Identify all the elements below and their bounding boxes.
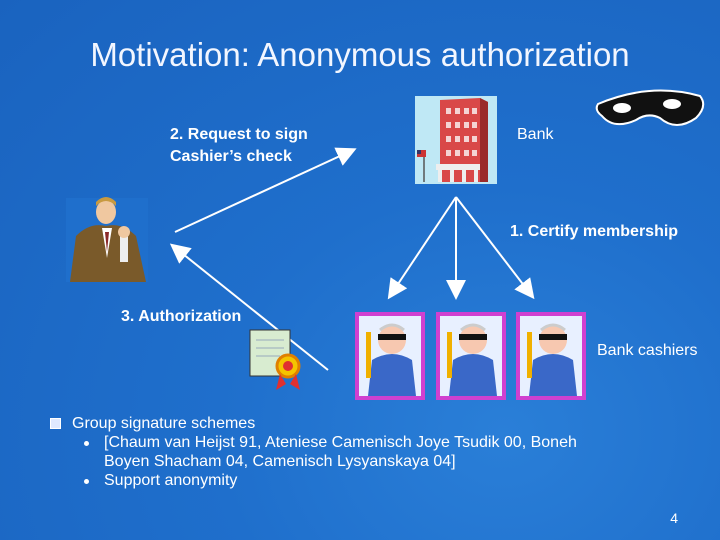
sub-bullet-citations: [Chaum van Heijst 91, Ateniese Camenisch… — [48, 433, 668, 471]
step1-label: 1. Certify membership — [510, 223, 679, 240]
step2-line2: Cashier’s check — [170, 148, 292, 165]
bank-label: Bank — [517, 126, 554, 143]
bullet-item: Group signature schemes — [48, 414, 668, 433]
bank-building-icon — [415, 96, 497, 184]
sub-bullet-anonymity: Support anonymity — [48, 471, 668, 490]
cashier-icon — [355, 312, 586, 400]
step2-label: 2. Request to sign Cashier’s check — [170, 124, 308, 168]
step3-label: 3. Authorization — [121, 308, 242, 325]
person-icon — [66, 197, 148, 282]
citation-line2: Boyen Shacham 04, Camenisch Lysyanskaya … — [104, 453, 456, 470]
cashiers-label: Bank cashiers — [597, 342, 698, 359]
slide-title: Motivation: Anonymous authorization — [90, 36, 630, 73]
step2-line1: 2. Request to sign — [170, 126, 308, 143]
bullet-list: Group signature schemes [Chaum van Heijs… — [48, 414, 668, 490]
arrow-authorization — [169, 243, 329, 371]
page-number: 4 — [670, 510, 678, 526]
certificate-icon — [249, 329, 301, 390]
mask-icon — [595, 89, 705, 126]
arrow-to-bank — [174, 147, 357, 233]
citation-line1: [Chaum van Heijst 91, Ateniese Camenisch… — [104, 434, 577, 451]
arrow-cashier-1 — [387, 196, 457, 300]
arrow-cashier-3 — [455, 196, 535, 300]
